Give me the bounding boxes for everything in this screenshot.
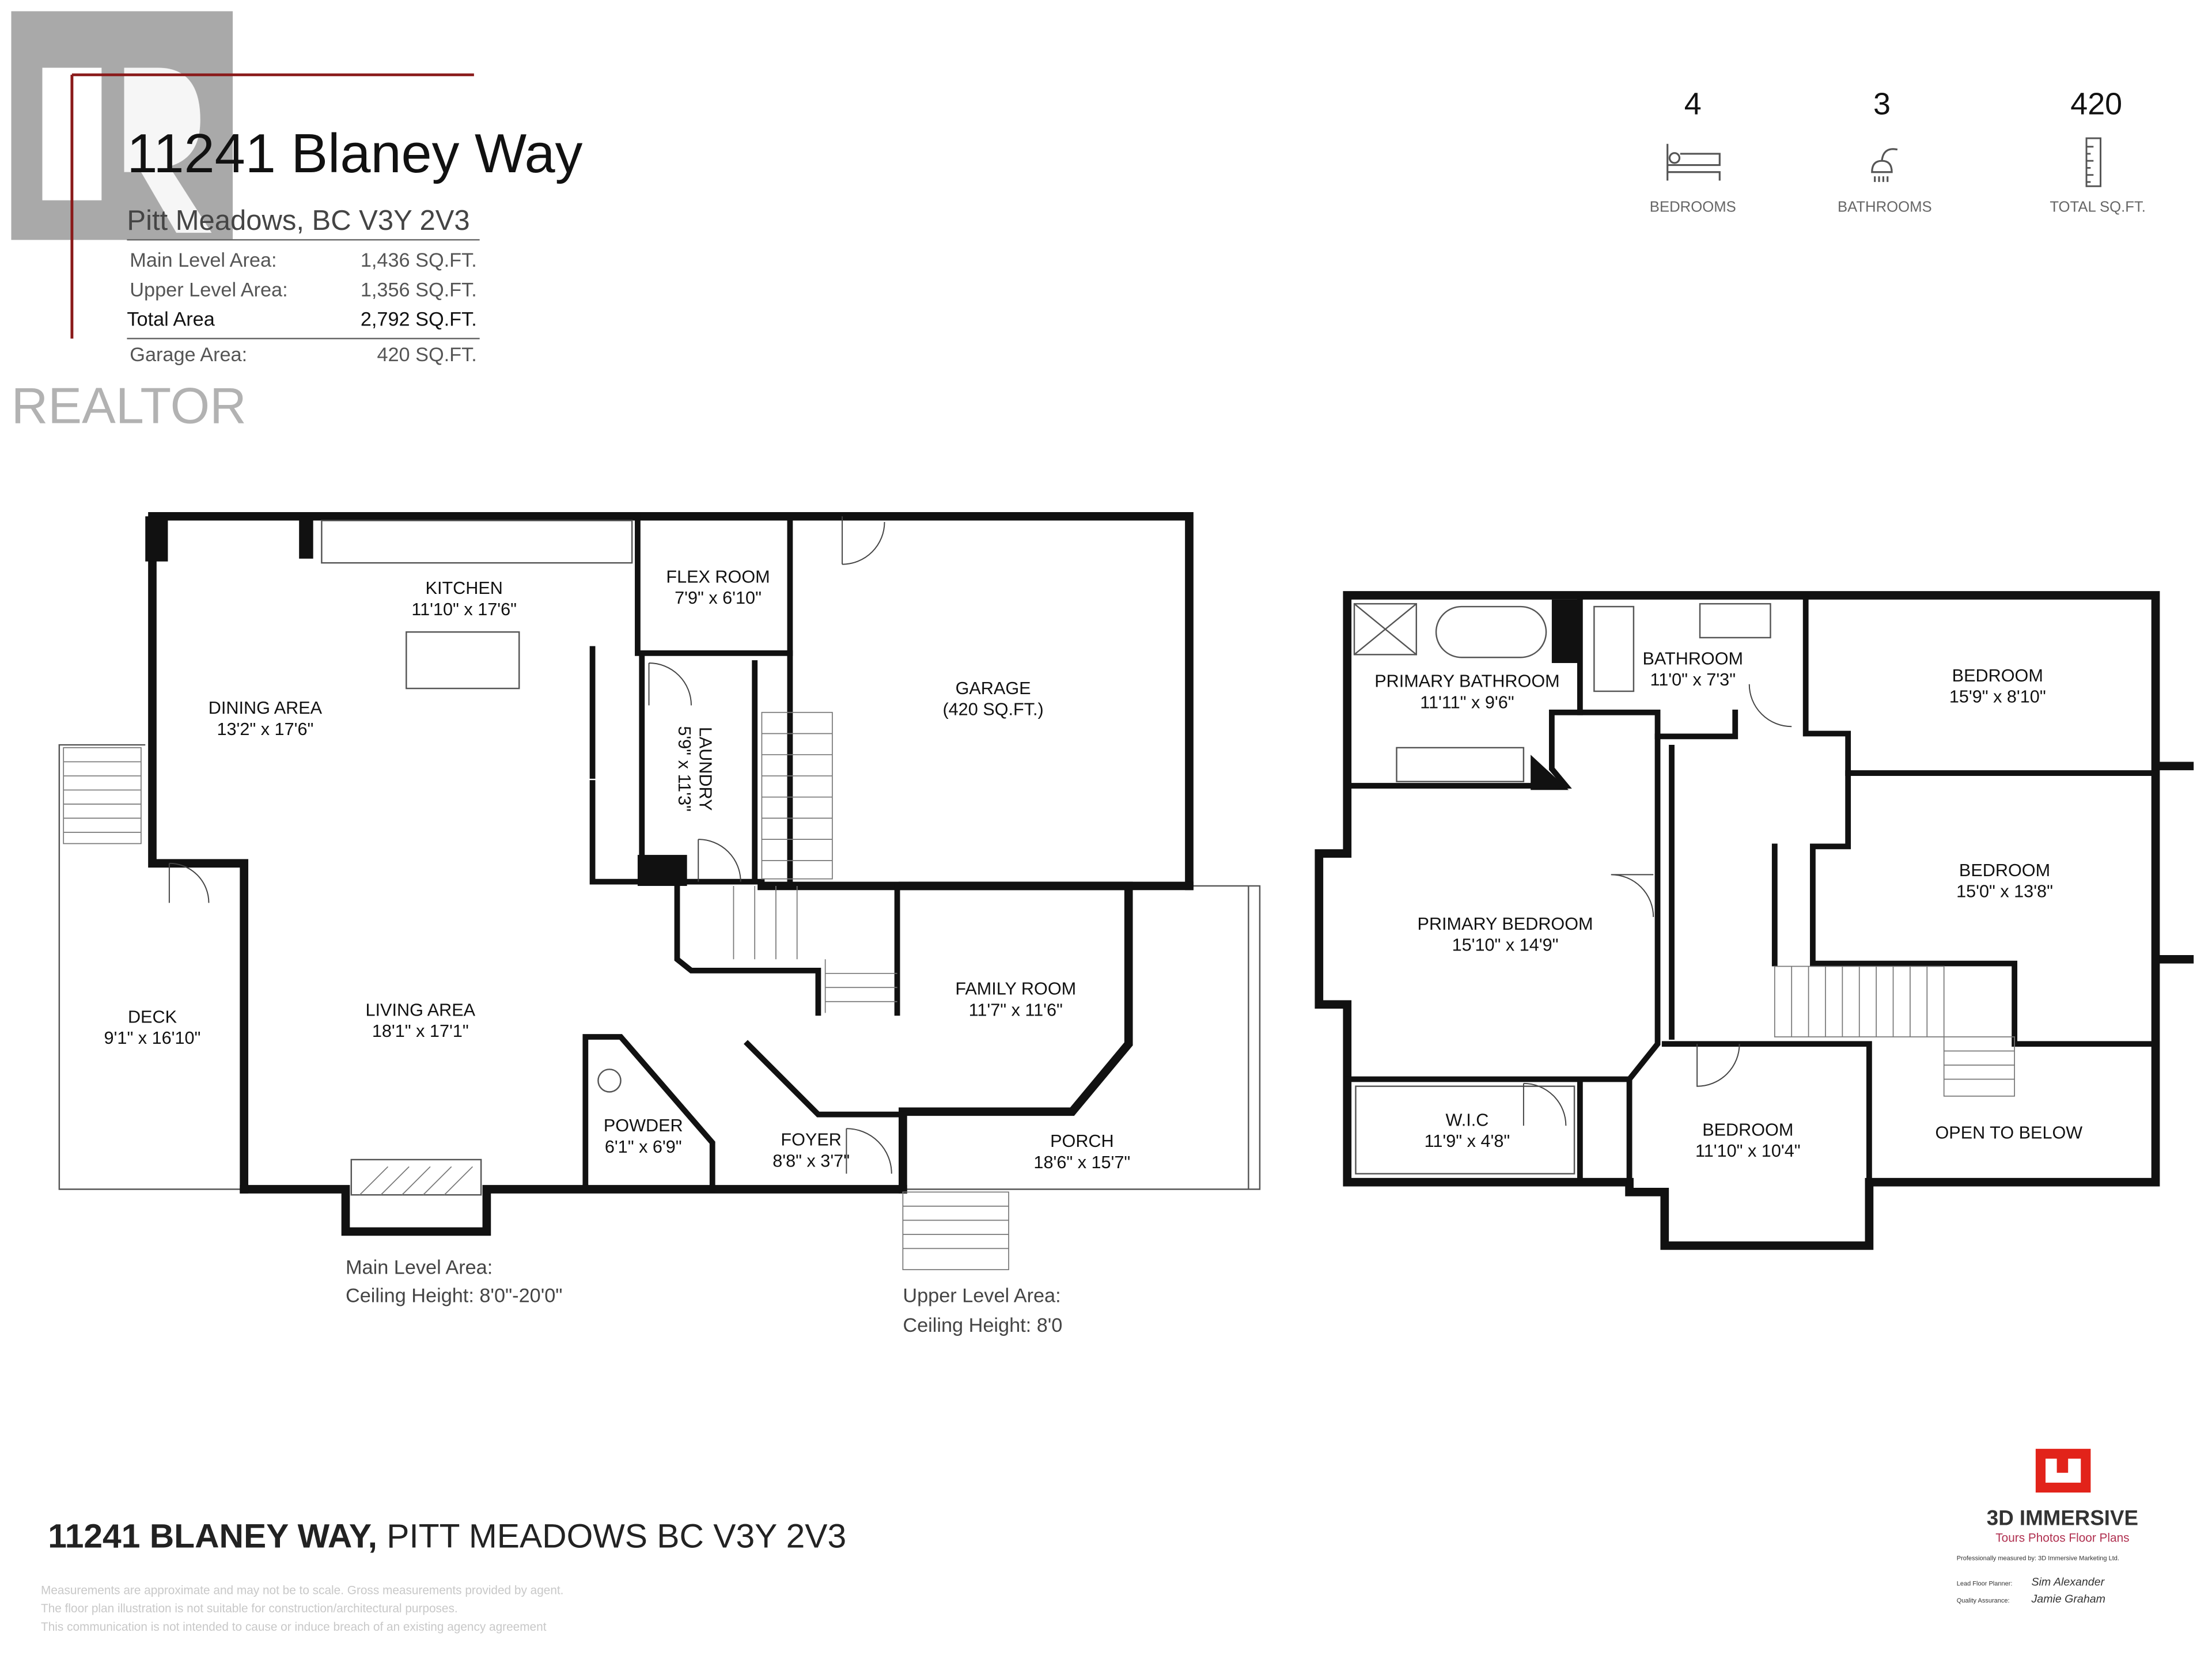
room-dims: 7'9" x 6'10" [675,588,762,608]
stat-value: 4 [1684,86,1702,121]
room-dims: 6'1" x 6'9" [605,1137,682,1157]
room-dims: (420 SQ.FT.) [942,700,1043,719]
room-dims: 15'10" x 14'9" [1452,935,1559,955]
logo-tagline: Tours Photos Floor Plans [1995,1532,2129,1545]
room-dims: 11'7" x 11'6" [969,1000,1063,1020]
room-dims: 11'10" x 17'6" [411,600,517,619]
room-name: LAUNDRY [696,727,715,811]
realtor-watermark-logo: REALTOR [11,11,247,434]
room-name: LIVING AREA [366,1000,476,1020]
stat-bedrooms: 4 BEDROOMS [1650,86,1736,215]
room-name: BEDROOM [1959,861,2050,880]
room-name: BEDROOM [1952,666,2043,685]
room-dims: 15'9" x 8'10" [1949,687,2046,707]
room-name: W.I.C [1446,1110,1489,1130]
room-dims: 18'1" x 17'1" [372,1021,469,1041]
stat-label: TOTAL SQ.FT. [2050,199,2146,215]
disclaimer-line: This communication is not intended to ca… [41,1620,547,1634]
upper-level-caption: Upper Level Area: [903,1285,1060,1306]
area-label: Garage Area: [130,344,247,366]
bed-icon [1666,143,1721,181]
logo-name: 3D IMMERSIVE [1987,1506,2138,1529]
room-name: FOYER [781,1130,841,1150]
room-name: POWDER [604,1116,683,1135]
room-dims: 15'0" x 13'8" [1956,882,2053,902]
main-level-room-labels: KITCHEN 11'10" x 17'6" FLEX ROOM 7'9" x … [104,567,1131,1172]
room-name: FAMILY ROOM [955,979,1076,999]
footer-street: 11241 BLANEY WAY, [48,1518,377,1555]
shower-icon [1871,148,1898,182]
total-area-label: Total Area [127,309,215,331]
upper-level-ceiling: Ceiling Height: 8'0 [903,1315,1062,1336]
room-dims: 11'0" x 7'3" [1650,670,1736,690]
room-name: PRIMARY BEDROOM [1418,914,1593,934]
footer-city: PITT MEADOWS BC V3Y 2V3 [377,1518,846,1555]
room-name: FLEX ROOM [666,567,770,586]
room-dims: 8'8" x 3'7" [772,1151,850,1171]
area-label: Upper Level Area: [130,279,287,301]
disclaimer-line: Measurements are approximate and may not… [41,1584,563,1597]
property-title: 11241 Blaney Way [127,123,582,184]
area-value: 1,356 SQ.FT. [361,279,477,301]
lead-planner-signature: Sim Alexander [2032,1576,2105,1589]
room-dims: 18'6" x 15'7" [1033,1153,1130,1172]
room-dims: 11'11" x 9'6" [1420,692,1514,712]
room-name: BATHROOM [1642,649,1743,668]
ruler-icon [2085,137,2101,187]
stat-value: 3 [1873,86,1891,121]
room-name: OPEN TO BELOW [1935,1123,2082,1142]
main-level-plan [58,512,1261,1270]
upper-level-room-labels: PRIMARY BATHROOM 11'11" x 9'6" BATHROOM … [1374,649,2082,1161]
room-dims: 13'2" x 17'6" [217,719,313,739]
room-dims: 11'9" x 4'8" [1425,1131,1510,1151]
stat-label: BEDROOMS [1650,199,1736,215]
red-accent-lines [70,73,474,339]
room-dims: 11'10" x 10'4" [1695,1141,1801,1161]
room-name: BEDROOM [1702,1120,1793,1139]
stat-total-sqft: 420 TOTAL SQ.FT. [2050,86,2146,215]
area-table: Main Level Area: 1,436 SQ.FT. Upper Leve… [127,249,480,366]
watermark-text: REALTOR [12,377,247,434]
area-value: 1,436 SQ.FT. [361,249,477,271]
room-name: KITCHEN [426,578,503,598]
area-value: 420 SQ.FT. [377,344,476,366]
stat-bathrooms: 3 BATHROOMS [1838,86,1932,215]
stat-value: 420 [2070,86,2122,121]
footer-address: 11241 BLANEY WAY, PITT MEADOWS BC V3Y 2V… [48,1518,846,1555]
main-level-caption: Main Level Area: [346,1256,493,1278]
main-level-ceiling: Ceiling Height: 8'0"-20'0" [346,1285,562,1306]
disclaimer: Measurements are approximate and may not… [41,1584,563,1634]
room-dims: 5'9" x 11'3" [675,726,694,812]
3d-immersive-logo: 3D IMMERSIVE Tours Photos Floor Plans Pr… [1957,1449,2138,1605]
qa-label: Quality Assurance: [1957,1597,2010,1604]
total-area-value: 2,792 SQ.FT. [361,309,477,331]
room-dims: 9'1" x 16'10" [104,1028,201,1048]
area-label: Main Level Area: [130,249,276,271]
upper-level-plan [1315,591,2194,1250]
stat-label: BATHROOMS [1838,199,1932,215]
room-name: DINING AREA [209,698,323,718]
room-name: DECK [128,1007,177,1027]
qa-signature: Jamie Graham [2031,1593,2105,1605]
property-city: Pitt Meadows, BC V3Y 2V3 [127,205,469,236]
disclaimer-line: The floor plan illustration is not suita… [41,1602,458,1615]
room-name: PRIMARY BATHROOM [1374,672,1559,691]
room-name: PORCH [1050,1131,1114,1151]
room-name: GARAGE [956,679,1031,698]
lead-planner-label: Lead Floor Planner: [1957,1581,2013,1588]
measured-by: Professionally measured by: 3D Immersive… [1957,1555,2119,1562]
